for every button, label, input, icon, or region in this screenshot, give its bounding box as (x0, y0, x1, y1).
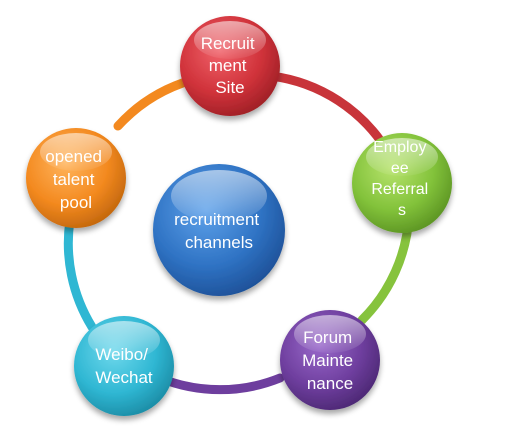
svg-text:Employ ee Referral: Employ ee Referral s (371, 139, 432, 219)
node-employee-referrals-line-1: Employ (373, 139, 426, 156)
node-weibo-wechat-line-1: Weibo/ (95, 345, 148, 364)
node-employee-referrals-line-2: ee (391, 160, 409, 177)
node-weibo-wechat-line-2: Wechat (95, 368, 153, 387)
node-forum-maintenance-line-2: Mainte (302, 351, 353, 370)
svg-text:Forum Mainte nance: Forum Mainte nance (302, 328, 358, 393)
ring-arc-orange-red (113, 75, 197, 131)
node-opened-talent-pool: opened talent pool (26, 128, 126, 228)
center-label-line-2: channels (185, 233, 253, 252)
node-recruitment-site-line-2: ment (209, 56, 247, 75)
node-recruitment-site: Recruit ment Site (180, 16, 280, 116)
node-employee-referrals-gloss (366, 138, 438, 176)
center-node: recruitment channels (153, 164, 285, 296)
node-employee-referrals-line-3: Referral (371, 181, 428, 198)
node-weibo-wechat-gloss (88, 321, 160, 359)
svg-text:Weibo/ Wechat: Weibo/ Wechat (95, 345, 153, 387)
ring-arc-red-green (266, 71, 393, 157)
ring-arc-purple-cyan (155, 373, 285, 395)
node-forum-maintenance-line-1: Forum (303, 328, 352, 347)
svg-text:opened talent pool: opened talent pool (45, 147, 106, 212)
node-opened-talent-pool-line-3: pool (60, 193, 92, 212)
node-employee-referrals-line-4: s (398, 202, 406, 219)
center-label-line-1: recruitment (174, 210, 259, 229)
node-weibo-wechat: Weibo/ Wechat (74, 316, 174, 416)
node-employee-referrals: Employ ee Referral s (352, 133, 452, 233)
node-recruitment-site-gloss (194, 21, 266, 59)
node-recruitment-site-line-1: Recruit (201, 34, 255, 53)
ring-arc-cyan-orange (63, 215, 97, 332)
node-forum-maintenance-gloss (294, 315, 366, 353)
node-opened-talent-pool-line-2: talent (53, 170, 95, 189)
svg-text:recruitment channels: recruitment channels (174, 210, 264, 252)
center-gloss (171, 170, 267, 222)
node-opened-talent-pool-line-1: opened (45, 147, 102, 166)
node-forum-maintenance-line-3: nance (307, 374, 353, 393)
node-forum-maintenance: Forum Mainte nance (280, 310, 380, 410)
svg-text:Recruit ment Site: Recruit ment Site (201, 34, 260, 97)
node-opened-talent-pool-gloss (40, 133, 112, 171)
node-recruitment-site-line-3: Site (215, 78, 244, 97)
